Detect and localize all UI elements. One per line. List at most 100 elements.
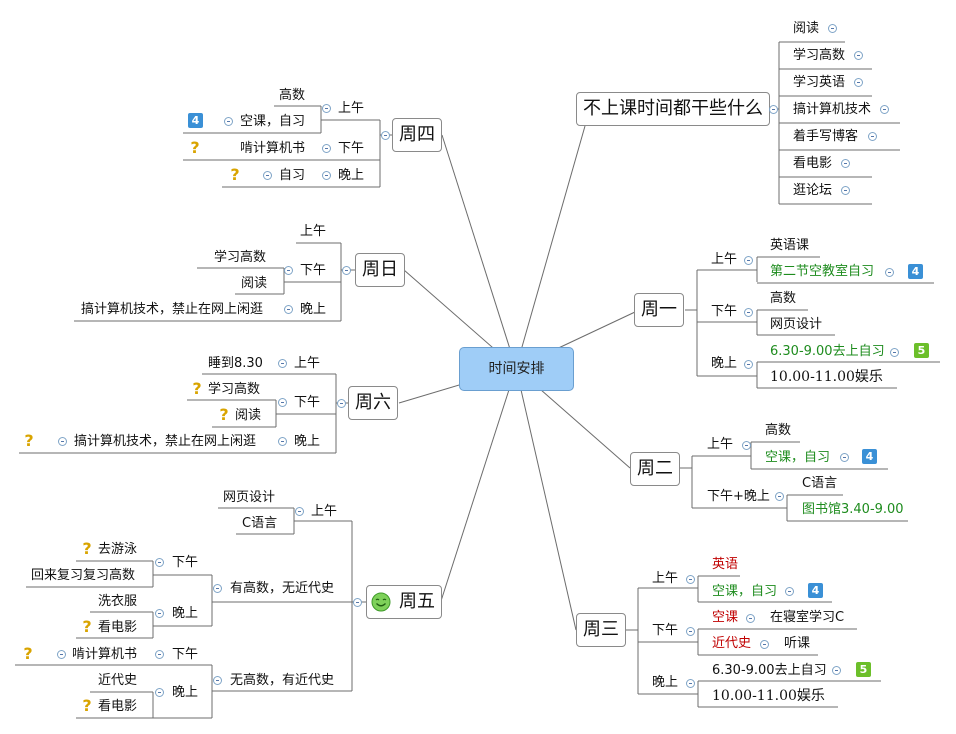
collapse-toggle-icon[interactable] (744, 360, 753, 369)
activity[interactable]: 10.00-11.00娱乐 (712, 688, 825, 704)
time-slot-afternoon[interactable]: 下午 (172, 647, 199, 662)
activity[interactable]: C语言 (242, 516, 278, 531)
activity[interactable]: C语言 (802, 476, 838, 491)
collapse-toggle-icon[interactable] (785, 587, 794, 596)
activity[interactable]: 图书馆3.40-9.00 (802, 502, 904, 517)
collapse-toggle-icon[interactable] (744, 308, 753, 317)
time-slot-afternoon[interactable]: 下午 (652, 623, 679, 638)
activity[interactable]: 网页设计 (770, 317, 823, 332)
collapse-toggle-icon[interactable] (775, 492, 784, 501)
collapse-toggle-icon[interactable] (213, 584, 222, 593)
collapse-toggle-icon[interactable] (828, 24, 837, 33)
collapse-toggle-icon[interactable] (880, 105, 889, 114)
activity[interactable]: 看电影 (98, 620, 138, 635)
activity-detail[interactable]: 听课 (784, 636, 811, 651)
activity[interactable]: 睡到8.30 (208, 356, 263, 371)
collapse-toggle-icon[interactable] (686, 679, 695, 688)
collapse-toggle-icon[interactable] (263, 171, 272, 180)
activity[interactable]: 回来复习复习高数 (31, 568, 136, 583)
time-slot-evening[interactable]: 晚上 (172, 606, 199, 621)
time-slot-morning[interactable]: 上午 (711, 252, 738, 267)
collapse-toggle-icon[interactable] (832, 666, 841, 675)
collapse-toggle-icon[interactable] (322, 144, 331, 153)
activity[interactable]: 空课 (712, 610, 739, 625)
collapse-toggle-icon[interactable] (58, 437, 67, 446)
time-slot-morning[interactable]: 上午 (652, 571, 679, 586)
collapse-toggle-icon[interactable] (322, 104, 331, 113)
collapse-toggle-icon[interactable] (854, 78, 863, 87)
activity[interactable]: 高数 (279, 88, 306, 103)
collapse-toggle-icon[interactable] (213, 676, 222, 685)
time-slot-evening[interactable]: 晚上 (294, 434, 321, 449)
collapse-toggle-icon[interactable] (155, 558, 164, 567)
activity[interactable]: 啃计算机书 (72, 647, 138, 662)
collapse-toggle-icon[interactable] (284, 266, 293, 275)
collapse-toggle-icon[interactable] (322, 171, 331, 180)
collapse-toggle-icon[interactable] (868, 132, 877, 141)
activity[interactable]: 6.30-9.00去上自习 (770, 344, 885, 359)
activity-detail[interactable]: 在寝室学习C (770, 610, 845, 625)
activity[interactable]: 学习高数 (208, 382, 261, 397)
activity[interactable]: 10.00-11.00娱乐 (770, 369, 883, 385)
time-slot-afternoon[interactable]: 下午 (172, 555, 199, 570)
time-slot-evening[interactable]: 晚上 (652, 675, 679, 690)
activity[interactable]: 高数 (765, 423, 792, 438)
time-slot-evening[interactable]: 晚上 (338, 168, 365, 183)
time-slot-afternoon-evening[interactable]: 下午+晚上 (707, 489, 770, 504)
topic-monday[interactable]: 周一 (634, 293, 684, 327)
time-slot-evening[interactable]: 晚上 (711, 356, 738, 371)
time-slot-morning[interactable]: 上午 (338, 101, 365, 116)
collapse-toggle-icon[interactable] (686, 627, 695, 636)
collapse-toggle-icon[interactable] (284, 305, 293, 314)
topic-leisure[interactable]: 不上课时间都干些什么 (576, 92, 770, 126)
leisure-item[interactable]: 逛论坛 (793, 183, 833, 198)
central-topic[interactable]: 时间安排 (459, 347, 574, 391)
collapse-toggle-icon[interactable] (337, 399, 346, 408)
activity[interactable]: 空课，自习 (712, 584, 778, 599)
time-slot-morning[interactable]: 上午 (707, 437, 734, 452)
activity[interactable]: 英语 (712, 557, 739, 572)
activity[interactable]: 自习 (279, 168, 306, 183)
collapse-toggle-icon[interactable] (744, 256, 753, 265)
activity[interactable]: 网页设计 (223, 490, 276, 505)
collapse-toggle-icon[interactable] (769, 105, 778, 114)
collapse-toggle-icon[interactable] (224, 117, 233, 126)
time-slot-afternoon[interactable]: 下午 (300, 263, 327, 278)
time-slot-afternoon[interactable]: 下午 (294, 395, 321, 410)
collapse-toggle-icon[interactable] (155, 688, 164, 697)
collapse-toggle-icon[interactable] (278, 359, 287, 368)
time-slot-morning[interactable]: 上午 (300, 224, 327, 239)
activity[interactable]: 学习高数 (214, 250, 267, 265)
time-slot-afternoon[interactable]: 下午 (338, 141, 365, 156)
time-slot-evening[interactable]: 晚上 (172, 685, 199, 700)
activity[interactable]: 搞计算机技术，禁止在网上闲逛 (74, 434, 257, 449)
time-slot-afternoon[interactable]: 下午 (711, 304, 738, 319)
activity[interactable]: 去游泳 (98, 542, 138, 557)
activity[interactable]: 英语课 (770, 238, 810, 253)
collapse-toggle-icon[interactable] (841, 186, 850, 195)
collapse-toggle-icon[interactable] (841, 159, 850, 168)
collapse-toggle-icon[interactable] (155, 609, 164, 618)
time-slot-morning[interactable]: 上午 (294, 356, 321, 371)
collapse-toggle-icon[interactable] (342, 266, 351, 275)
activity[interactable]: 空课，自习 (765, 450, 831, 465)
collapse-toggle-icon[interactable] (746, 614, 755, 623)
topic-wednesday[interactable]: 周三 (576, 613, 626, 647)
collapse-toggle-icon[interactable] (854, 51, 863, 60)
activity[interactable]: 啃计算机书 (240, 141, 306, 156)
collapse-toggle-icon[interactable] (381, 131, 390, 140)
leisure-item[interactable]: 学习英语 (793, 75, 846, 90)
time-slot-evening[interactable]: 晚上 (300, 302, 327, 317)
leisure-item[interactable]: 搞计算机技术 (793, 102, 872, 117)
leisure-item[interactable]: 阅读 (793, 21, 820, 36)
activity[interactable]: 洗衣服 (98, 594, 138, 609)
leisure-item[interactable]: 着手写博客 (793, 129, 859, 144)
collapse-toggle-icon[interactable] (278, 437, 287, 446)
collapse-toggle-icon[interactable] (885, 268, 894, 277)
topic-saturday[interactable]: 周六 (348, 386, 398, 420)
collapse-toggle-icon[interactable] (742, 441, 751, 450)
leisure-item[interactable]: 看电影 (793, 156, 833, 171)
activity[interactable]: 高数 (770, 291, 797, 306)
topic-tuesday[interactable]: 周二 (630, 452, 680, 486)
topic-thursday[interactable]: 周四 (392, 118, 442, 152)
